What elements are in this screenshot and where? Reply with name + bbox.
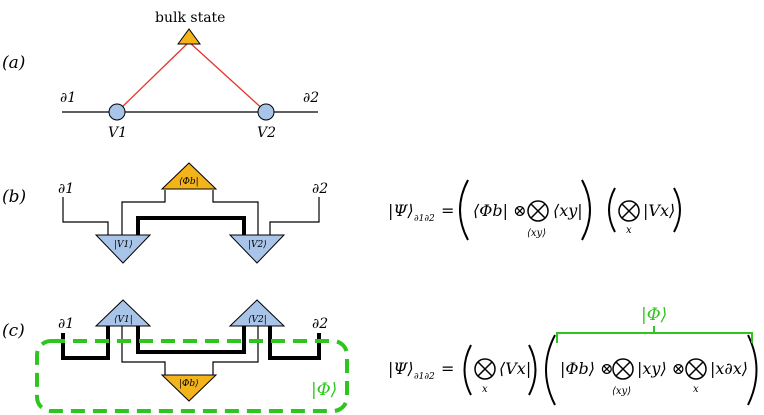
c-v1-tensor-label: ⟨V1| <box>114 315 133 325</box>
phi-box-label: |Φ⟩ <box>311 380 337 400</box>
eq-c-xy-ket: |xy⟩ ⊗ <box>637 359 685 378</box>
b-thick-wire <box>136 216 246 235</box>
boundary-1-label: ∂1 <box>60 90 76 106</box>
v2-label: V2 <box>257 125 276 141</box>
c-boundary-2-label: ∂2 <box>312 316 328 332</box>
eq-b-otimes-1 <box>527 200 549 222</box>
equation-c: |Ψ⟩ ∂1∂2 = x ⟨Vx| |Φb⟩ ⊗ ⟨xy⟩ |xy⟩ ⊗ x |… <box>388 305 758 406</box>
eq-c-paren-close-1 <box>528 344 537 396</box>
eq-b-xy-bra: ⟨xy| <box>553 201 583 220</box>
eq-c-lhs: |Ψ⟩ <box>388 359 414 378</box>
eq-c-paren-open-2 <box>545 334 556 406</box>
b-boundary-1-label: ∂1 <box>58 181 74 197</box>
eq-b-paren-close-2 <box>673 187 681 233</box>
phi-brace <box>556 326 753 343</box>
panel-c-label: (c) <box>2 321 25 341</box>
c-boundary-1-label: ∂1 <box>58 316 74 332</box>
eq-b-paren-close-1 <box>581 179 591 241</box>
bond-left <box>116 41 190 113</box>
c-phi-tensor-label: |Φb⟩ <box>179 379 199 389</box>
b-v1-tensor-label: |V1⟩ <box>114 240 133 250</box>
panel-a-label: (a) <box>2 53 25 73</box>
c-v2-tensor <box>228 299 286 327</box>
eq-c-sub-x2: x <box>693 384 699 395</box>
b-thin-wires <box>62 190 320 235</box>
bond-right <box>188 41 267 113</box>
eq-c-paren-open-1 <box>463 344 472 396</box>
eq-b-paren-open-2 <box>608 187 616 233</box>
c-phi-tensor <box>160 374 218 402</box>
panel-b-label: (b) <box>2 187 26 207</box>
b-boundary-2-label: ∂2 <box>312 181 328 197</box>
eq-c-otimes-2 <box>612 358 634 380</box>
eq-c-phib-ket: |Φb⟩ ⊗ <box>560 359 613 378</box>
b-v1-tensor <box>94 234 152 264</box>
eq-b-equals: = <box>441 201 454 220</box>
eq-b-sub-xy: ⟨xy⟩ <box>527 228 546 239</box>
equation-b: |Ψ⟩ ∂1∂2 = ⟨Φb| ⊗ ⟨xy⟩ ⟨xy| x |Vx⟩ <box>388 179 681 241</box>
eq-b-vx: |Vx⟩ <box>643 201 675 220</box>
b-v2-tensor <box>228 234 286 264</box>
eq-c-otimes-3 <box>685 358 707 380</box>
eq-c-equals: = <box>441 359 454 378</box>
eq-c-lhs-sub: ∂1∂2 <box>414 372 435 382</box>
eq-c-vx-bra: ⟨Vx| <box>499 359 531 378</box>
v1-label: V1 <box>108 125 127 141</box>
phi-brace-label: |Φ⟩ <box>641 305 667 325</box>
c-thin-wires <box>121 326 259 375</box>
eq-b-lhs-sub: ∂1∂2 <box>414 214 435 224</box>
b-phi-tensor <box>160 162 218 190</box>
eq-b-otimes-2 <box>618 200 640 222</box>
boundary-2-label: ∂2 <box>303 90 319 106</box>
eq-c-otimes-1 <box>474 358 496 380</box>
b-phi-tensor-label: ⟨Φb| <box>179 177 199 187</box>
node-v2 <box>257 103 275 121</box>
bulk-tensor <box>177 28 201 45</box>
bulk-state-label: bulk state <box>155 10 225 26</box>
eq-c-paren-close-2 <box>747 334 758 406</box>
eq-b-sub-x: x <box>626 225 632 236</box>
phi-dashed-box <box>35 339 349 413</box>
eq-c-xdx-ket: |x∂x⟩ <box>710 359 748 378</box>
eq-c-sub-xy: ⟨xy⟩ <box>612 386 631 397</box>
eq-b-paren-open-1 <box>459 179 469 241</box>
c-v2-tensor-label: ⟨V2| <box>248 315 267 325</box>
eq-b-lhs: |Ψ⟩ <box>388 201 414 220</box>
eq-b-phib: ⟨Φb| ⊗ <box>473 201 526 220</box>
eq-c-sub-x: x <box>482 384 488 395</box>
node-v1 <box>108 103 126 121</box>
c-v1-tensor <box>94 299 152 327</box>
b-v2-tensor-label: |V2⟩ <box>248 240 267 250</box>
